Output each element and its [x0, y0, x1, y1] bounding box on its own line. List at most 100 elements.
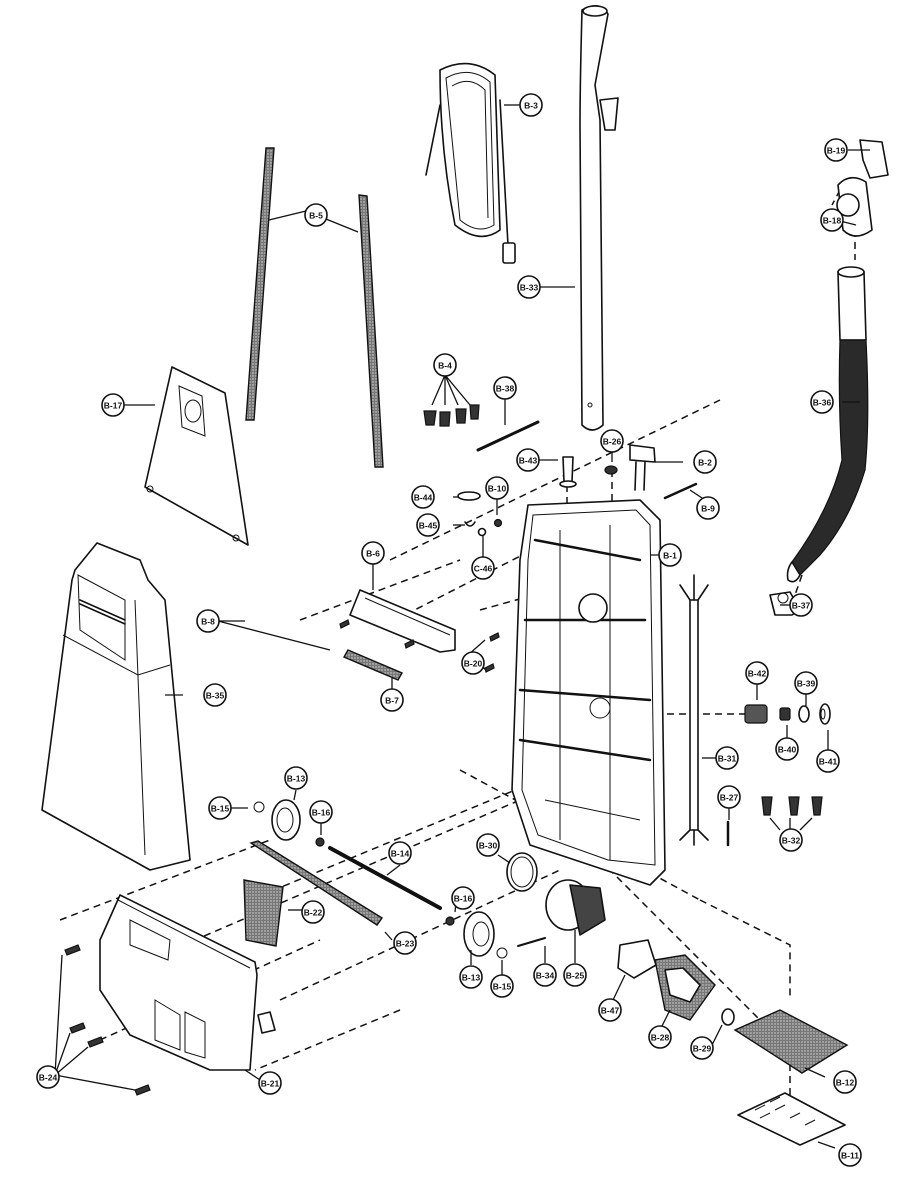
callout-b-13b: B-13 [459, 965, 483, 989]
brush-strip [343, 649, 403, 681]
callout-b-33: B-33 [517, 275, 541, 299]
callout-label: B-6 [366, 549, 380, 559]
callout-circle [476, 833, 500, 857]
callout-label: B-13 [287, 774, 306, 784]
callout-label: B-19 [827, 146, 846, 156]
nozzle-base [64, 894, 276, 1096]
callout-b-11: B-11 [838, 1143, 862, 1167]
callout-circle [380, 688, 404, 712]
callout-label: B-36 [813, 398, 832, 408]
callout-circle [485, 476, 509, 500]
callout-circle [816, 749, 840, 773]
callout-label: B-33 [520, 283, 539, 293]
callout-circle [196, 609, 220, 633]
callout-circle [493, 376, 517, 400]
callout-label: B-27 [720, 793, 739, 803]
callout-b-17: B-17 [101, 393, 125, 417]
callout-circle [824, 138, 848, 162]
callout-b-18: B-18 [820, 208, 844, 232]
callout-label: B-28 [651, 1033, 670, 1043]
callout-b-15a: B-15 [208, 796, 232, 820]
callout-b-25: B-25 [563, 963, 587, 987]
callout-circle [693, 450, 717, 474]
callout-label: B-39 [797, 679, 816, 689]
callout-b-15b: B-15 [490, 974, 514, 998]
callout-label: B-16 [312, 808, 331, 818]
callout-circle [36, 1065, 60, 1089]
callout-circle [258, 1071, 282, 1095]
callout-circle [745, 661, 769, 685]
callout-b-10: B-10 [485, 476, 509, 500]
cable-tie [476, 420, 540, 452]
callout-circle [779, 828, 803, 852]
callout-b-45: B-45 [416, 513, 440, 537]
callout-circle [388, 841, 412, 865]
callout-label: B-17 [104, 401, 123, 411]
callout-label: B-43 [519, 456, 538, 466]
callout-b-20: B-20 [461, 651, 485, 675]
small-fasteners [339, 444, 698, 673]
callout-b-26: B-26 [600, 429, 624, 453]
callout-b-6: B-6 [361, 541, 385, 565]
callout-label: B-15 [211, 804, 230, 814]
callout-b-44: B-44 [411, 485, 435, 509]
callout-label: B-45 [419, 521, 438, 531]
wire-harness [679, 574, 709, 846]
callout-b-7: B-7 [380, 688, 404, 712]
callout-circle [203, 683, 227, 707]
callout-b-16b: B-16 [451, 886, 475, 910]
callout-b-39: B-39 [794, 671, 818, 695]
callout-b-22: B-22 [301, 900, 325, 924]
callout-label: B-9 [701, 504, 715, 514]
callout-c-46: C-46 [471, 556, 495, 580]
callout-b-27: B-27 [717, 785, 741, 809]
callout-circle [516, 448, 540, 472]
callout-label: B-24 [39, 1073, 58, 1083]
callout-b-23: B-23 [393, 931, 417, 955]
callout-label: B-26 [603, 437, 622, 447]
callout-circle [833, 1070, 857, 1094]
callout-label: B-22 [304, 908, 323, 918]
callout-circle [459, 965, 483, 989]
callout-circle [208, 796, 232, 820]
callout-label: B-5 [309, 211, 323, 221]
callout-label: B-4 [438, 361, 452, 371]
bag-cover [41, 542, 191, 871]
callout-b-42: B-42 [745, 661, 769, 685]
callout-label: B-21 [261, 1079, 280, 1089]
callout-label: B-44 [414, 493, 433, 503]
callout-circle [517, 275, 541, 299]
callout-b-47: B-47 [598, 998, 622, 1022]
callout-b-35: B-35 [203, 683, 227, 707]
callout-label: B-23 [396, 939, 415, 949]
callout-b-29: B-29 [690, 1036, 714, 1060]
callout-label: B-3 [524, 101, 538, 111]
callout-label: B-35 [206, 691, 225, 701]
callout-circle [690, 1036, 714, 1060]
callout-circle [598, 998, 622, 1022]
callout-b-16a: B-16 [309, 800, 333, 824]
callout-b-5: B-5 [304, 203, 328, 227]
callout-label: C-46 [474, 564, 493, 574]
screw-and-wire-nuts [726, 796, 823, 847]
callout-label: B-15 [493, 982, 512, 992]
callout-circle [411, 485, 435, 509]
callout-circle [416, 513, 440, 537]
callout-circle [600, 429, 624, 453]
callout-b-31: B-31 [715, 746, 739, 770]
callout-label: B-47 [601, 1006, 620, 1016]
callout-label: B-10 [488, 484, 507, 494]
callout-label: B-18 [823, 216, 842, 226]
callout-circle [810, 390, 834, 414]
callout-b-37: B-37 [789, 593, 813, 617]
callout-b-8: B-8 [196, 609, 220, 633]
callout-circle [393, 931, 417, 955]
brush-roll-parts [243, 799, 538, 959]
callout-circle [309, 800, 333, 824]
callout-b-13a: B-13 [284, 766, 308, 790]
callout-circle [301, 900, 325, 924]
callout-label: B-38 [496, 384, 515, 394]
callout-circle [715, 746, 739, 770]
callout-circle [304, 203, 328, 227]
